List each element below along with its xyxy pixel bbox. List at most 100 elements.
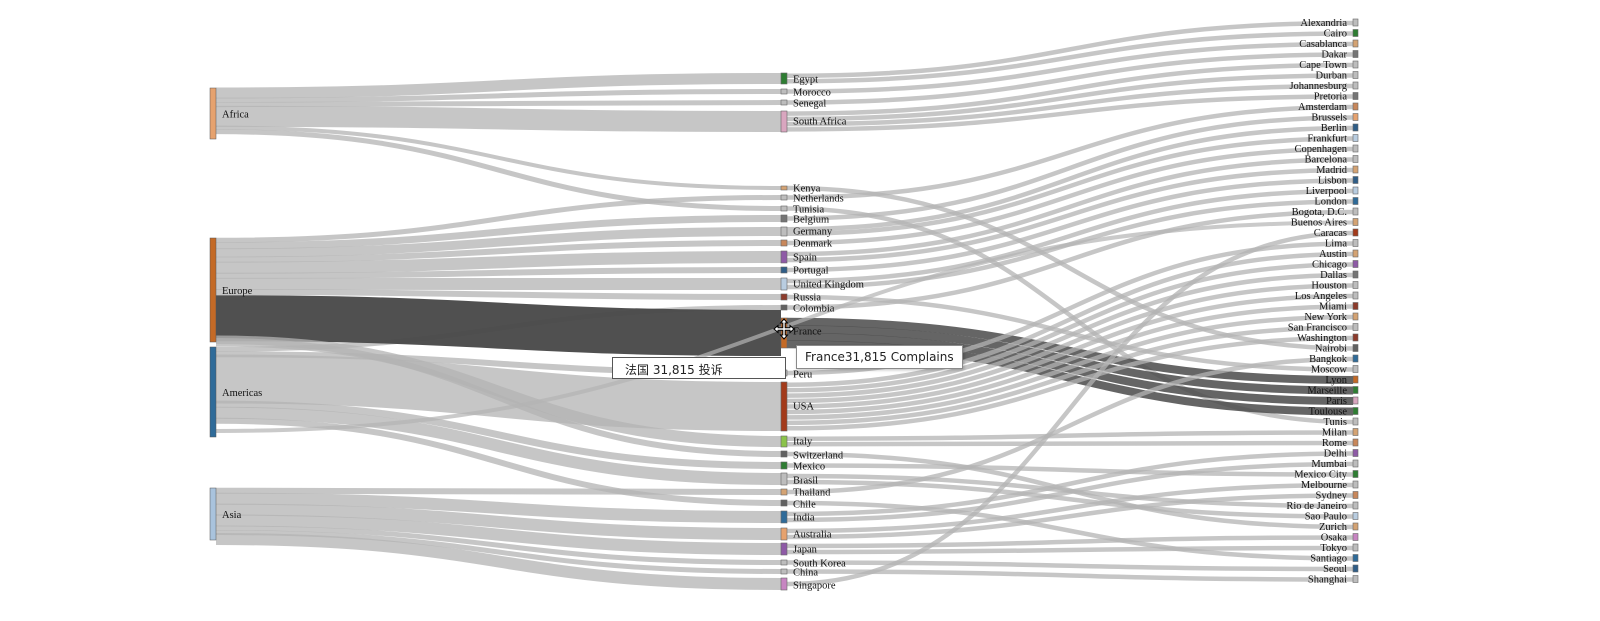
link-usa-chicago[interactable]	[786, 262, 1354, 393]
country-node-netherlands[interactable]	[780, 194, 788, 201]
link-asia-china[interactable]	[215, 530, 782, 574]
link-europe-russia[interactable]	[215, 289, 782, 300]
link-usa-dallas[interactable]	[786, 272, 1354, 398]
city-node-nairobi[interactable]	[1352, 344, 1359, 352]
link-italy-milan[interactable]	[786, 430, 1354, 441]
country-node-denmark[interactable]	[780, 239, 788, 247]
country-node-united-kingdom[interactable]	[780, 277, 788, 291]
country-node-morocco[interactable]	[780, 88, 788, 95]
city-node-brussels[interactable]	[1352, 113, 1359, 121]
country-node-portugal[interactable]	[780, 266, 788, 274]
link-asia-thailand[interactable]	[215, 487, 782, 495]
link-portugal-lisbon[interactable]	[786, 178, 1354, 273]
city-node-rome[interactable]	[1352, 438, 1359, 447]
country-node-india[interactable]	[780, 510, 788, 524]
city-node-mexico-city[interactable]	[1352, 470, 1359, 478]
region-node-africa[interactable]	[209, 87, 217, 140]
country-node-thailand[interactable]	[780, 488, 788, 496]
link-usa-austin[interactable]	[786, 251, 1354, 387]
country-node-singapore[interactable]	[780, 577, 788, 591]
link-japan-tokyo[interactable]	[786, 545, 1354, 555]
city-node-marseille[interactable]	[1352, 386, 1359, 394]
link-south-africa-pretoria[interactable]	[786, 94, 1354, 132]
link-europe-france[interactable]	[215, 295, 782, 356]
city-node-seoul[interactable]	[1352, 564, 1359, 573]
city-node-toulouse[interactable]	[1352, 407, 1359, 415]
country-node-egypt[interactable]	[780, 72, 788, 85]
city-node-sydney[interactable]	[1352, 491, 1359, 499]
city-node-los-angeles[interactable]	[1352, 291, 1359, 300]
country-node-usa[interactable]	[780, 381, 788, 432]
link-africa-senegal[interactable]	[215, 100, 782, 108]
link-morocco-casablanca[interactable]	[786, 41, 1354, 94]
city-node-london[interactable]	[1352, 197, 1359, 205]
city-node-sao-paulo[interactable]	[1352, 512, 1359, 520]
link-chile-santiago[interactable]	[786, 500, 1354, 561]
country-node-senegal[interactable]	[780, 99, 788, 106]
link-usa-houston[interactable]	[786, 283, 1354, 404]
city-node-pretoria[interactable]	[1352, 92, 1359, 100]
city-node-mumbai[interactable]	[1352, 459, 1359, 468]
link-asia-singapore[interactable]	[215, 533, 782, 590]
country-node-kenya[interactable]	[780, 185, 788, 191]
city-node-miami[interactable]	[1352, 302, 1359, 310]
city-node-lima[interactable]	[1352, 239, 1359, 247]
link-kenya-nairobi[interactable]	[786, 185, 1354, 351]
city-node-austin[interactable]	[1352, 249, 1359, 258]
link-singapore-caracas[interactable]	[786, 230, 1354, 587]
link-south-africa-johannesburg[interactable]	[786, 83, 1354, 127]
link-africa-tunisia[interactable]	[215, 129, 782, 211]
link-denmark-copenhagen[interactable]	[786, 146, 1354, 246]
city-node-new-york[interactable]	[1352, 312, 1359, 321]
city-node-houston[interactable]	[1352, 281, 1359, 289]
link-africa-morocco[interactable]	[215, 89, 782, 103]
city-node-bogota-d-c[interactable]	[1352, 207, 1359, 216]
link-united-kingdom-liverpool[interactable]	[786, 188, 1354, 284]
country-node-belgium[interactable]	[780, 214, 788, 223]
country-node-spain[interactable]	[780, 250, 788, 264]
link-usa-washington[interactable]	[786, 335, 1354, 431]
link-india-delhi[interactable]	[786, 451, 1354, 517]
link-usa-miami[interactable]	[786, 304, 1354, 415]
country-node-china[interactable]	[780, 568, 788, 575]
link-africa-egypt[interactable]	[215, 73, 782, 99]
link-europe-germany[interactable]	[215, 227, 782, 258]
city-node-dakar[interactable]	[1352, 50, 1359, 58]
country-node-tunisia[interactable]	[780, 205, 788, 212]
link-europe-netherlands[interactable]	[215, 195, 782, 243]
city-node-paris[interactable]	[1352, 396, 1359, 405]
region-node-europe[interactable]	[209, 237, 217, 343]
link-usa-san-francisco[interactable]	[786, 325, 1354, 426]
city-node-buenos-aires[interactable]	[1352, 218, 1359, 226]
city-node-johannesburg[interactable]	[1352, 81, 1359, 90]
link-asia-india[interactable]	[215, 492, 782, 523]
link-japan-osaka[interactable]	[786, 535, 1354, 549]
link-europe-portugal[interactable]	[215, 267, 782, 279]
country-node-colombia[interactable]	[780, 304, 788, 311]
link-africa-south-africa[interactable]	[215, 105, 782, 132]
link-spain-madrid[interactable]	[786, 167, 1354, 263]
country-node-mexico[interactable]	[780, 461, 788, 470]
link-europe-switzerland[interactable]	[215, 338, 782, 457]
link-usa-new-york[interactable]	[786, 314, 1354, 420]
link-germany-berlin[interactable]	[786, 125, 1354, 232]
link-americas-brasil[interactable]	[215, 406, 782, 485]
link-asia-south-korea[interactable]	[215, 525, 782, 565]
link-usa-los-angeles[interactable]	[786, 293, 1354, 409]
link-netherlands-amsterdam[interactable]	[786, 104, 1354, 200]
link-colombia-bogota-d-c[interactable]	[786, 209, 1354, 310]
link-europe-denmark[interactable]	[215, 240, 782, 263]
link-china-shanghai[interactable]	[786, 569, 1354, 582]
link-americas-chile[interactable]	[215, 417, 782, 506]
link-europe-spain[interactable]	[215, 251, 782, 274]
city-node-osaka[interactable]	[1352, 533, 1359, 541]
city-node-cape-town[interactable]	[1352, 60, 1359, 69]
city-node-washington[interactable]	[1352, 333, 1359, 342]
link-mexico-mexico-city[interactable]	[786, 463, 1354, 477]
link-asia-japan[interactable]	[215, 514, 782, 555]
link-americas-mexico[interactable]	[215, 400, 782, 469]
link-thailand-bangkok[interactable]	[786, 356, 1354, 495]
country-node-south-korea[interactable]	[780, 559, 788, 566]
link-germany-frankfurt[interactable]	[786, 136, 1354, 236]
country-node-australia[interactable]	[780, 527, 788, 541]
